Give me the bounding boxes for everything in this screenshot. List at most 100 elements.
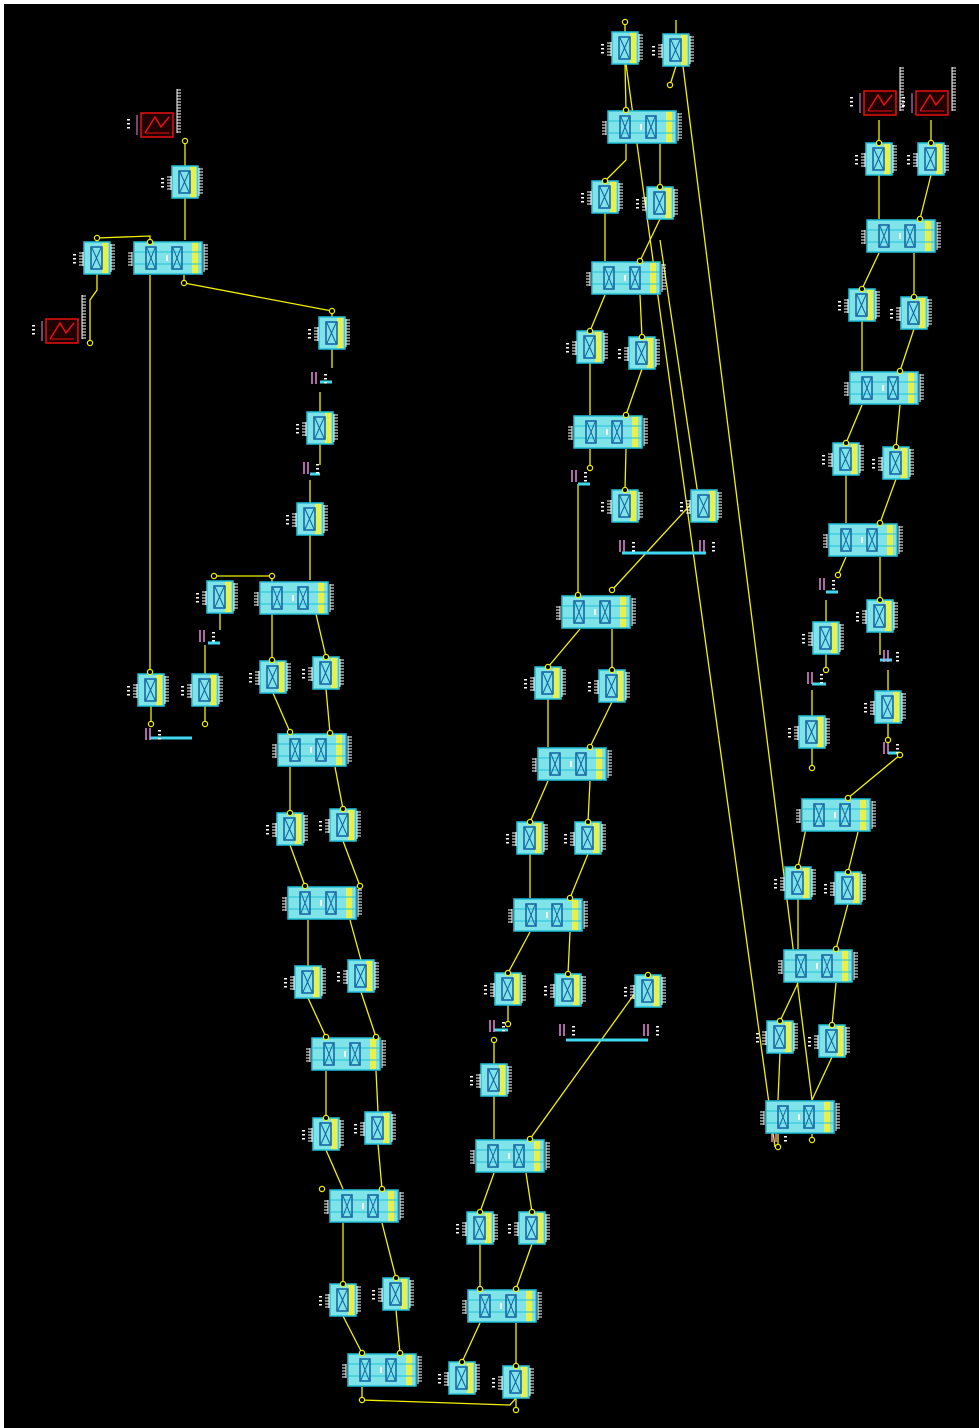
wire-node (608, 666, 616, 674)
single-cell (456, 1211, 498, 1245)
wire (361, 1387, 517, 1406)
single-cell (808, 1024, 850, 1058)
wire-node (586, 327, 594, 335)
wire-node (512, 1362, 520, 1370)
wire (567, 931, 571, 975)
wire (587, 780, 591, 823)
wire-node (318, 1185, 326, 1193)
pin-marker (571, 470, 587, 482)
single-cell (774, 866, 816, 900)
wire-node (326, 729, 334, 737)
wire-node (201, 720, 209, 728)
single-cell (544, 973, 586, 1007)
wire (547, 628, 581, 668)
wire (845, 404, 863, 444)
wire (569, 853, 589, 899)
wire-node (875, 139, 883, 147)
pin-marker (699, 540, 715, 552)
double-cell (586, 261, 666, 295)
single-cell (890, 296, 932, 330)
single-cell (438, 1361, 480, 1395)
single-cell (319, 808, 361, 842)
wire (375, 1070, 379, 1113)
wire-node (180, 279, 188, 287)
wire-node (476, 1285, 484, 1293)
wire (325, 1149, 344, 1190)
wire (289, 844, 306, 887)
wire-node (621, 18, 629, 26)
wire-node (910, 293, 918, 301)
wire (669, 65, 677, 86)
wire (272, 692, 291, 733)
double-cell (272, 733, 352, 767)
single-cell (308, 316, 350, 350)
wire-node (528, 1208, 536, 1216)
source-block (850, 67, 904, 116)
single-cell (564, 821, 606, 855)
single-cell (581, 180, 623, 214)
wire-node (876, 519, 884, 527)
single-cell (601, 31, 643, 65)
double-cell (254, 581, 334, 615)
pin-marker (883, 742, 899, 754)
wire-node (339, 1280, 347, 1288)
pin-marker (619, 540, 635, 552)
wire (515, 1243, 533, 1290)
wire-node (822, 666, 830, 674)
pin-marker (819, 578, 835, 590)
wire-node (927, 139, 935, 147)
wire (624, 448, 627, 491)
double-cell (861, 219, 941, 253)
wire-node (566, 894, 574, 902)
single-cell (484, 972, 526, 1006)
wire-node (490, 1036, 498, 1044)
double-cell (462, 1289, 542, 1323)
single-cell (824, 871, 866, 905)
pin-marker (807, 672, 823, 684)
single-cell (296, 411, 338, 445)
pin-marker (199, 630, 215, 642)
single-cell (907, 142, 949, 176)
wire-node (268, 656, 276, 664)
single-cell (284, 965, 326, 999)
wire-node (622, 106, 630, 114)
single-cell (756, 1020, 798, 1054)
wire-node (322, 1114, 330, 1122)
pin-marker (883, 650, 899, 662)
double-cell (568, 415, 648, 449)
wire-node (834, 571, 842, 579)
single-cell (319, 1283, 361, 1317)
wire-node (828, 1021, 836, 1029)
wire-node (476, 1208, 484, 1216)
wire (847, 831, 859, 873)
single-cell (302, 656, 344, 690)
wire-node (832, 945, 840, 953)
wire-node (512, 1406, 520, 1414)
wire (835, 903, 849, 950)
wire-node (504, 1020, 512, 1028)
wire-node (322, 653, 330, 661)
wire-node (608, 586, 616, 594)
wire (624, 63, 627, 111)
wire (779, 982, 799, 1022)
wire (879, 478, 897, 524)
source-block (127, 89, 181, 138)
single-cell (864, 690, 906, 724)
single-cell (566, 330, 608, 364)
wire-node (842, 439, 850, 447)
wire (811, 1056, 833, 1101)
wire (381, 1222, 397, 1279)
wire (507, 931, 531, 974)
single-cell (872, 446, 914, 480)
wire-node (458, 1358, 466, 1366)
wire (360, 991, 377, 1038)
wire-node (916, 215, 924, 223)
pin-marker (643, 1024, 659, 1036)
single-cell (588, 669, 630, 703)
wire-node (858, 285, 866, 293)
single-cell (652, 33, 694, 67)
wire-node (268, 572, 276, 580)
wire (625, 63, 776, 1148)
wire-node (896, 367, 904, 375)
single-cell (855, 142, 897, 176)
